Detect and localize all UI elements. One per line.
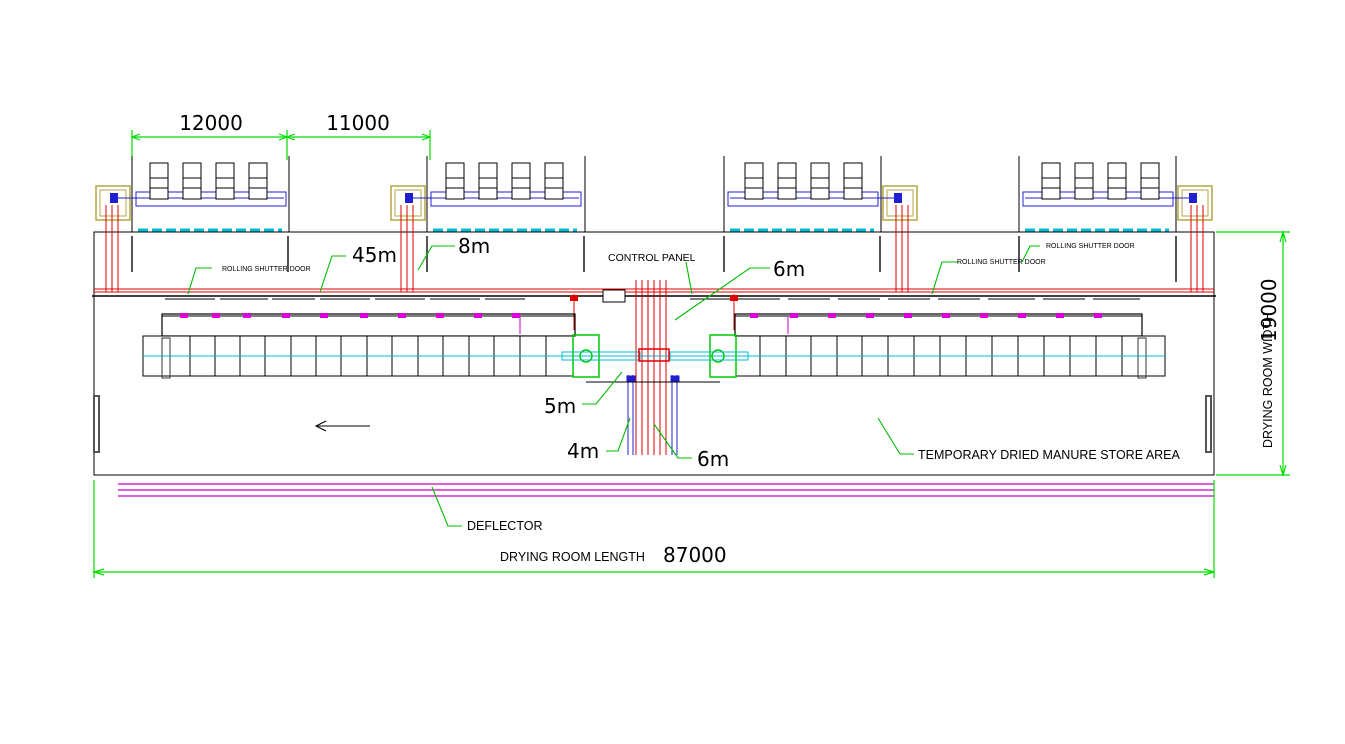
bay-unit-2 xyxy=(390,156,586,232)
pipe-length-6m-bottom: 6m xyxy=(697,447,729,471)
control-panel-label: CONTROL PANEL xyxy=(608,252,696,264)
drive-unit-left xyxy=(561,334,641,378)
bay-unit-3 xyxy=(723,156,918,232)
cold-pipes xyxy=(626,375,680,455)
flow-direction-arrow xyxy=(314,420,370,432)
length-dimension-line xyxy=(91,480,1217,578)
valve-marker-right xyxy=(730,295,738,301)
rolling-shutter-door-label-3: ROLLING SHUTTER DOOR xyxy=(1046,243,1135,250)
hot-pipes xyxy=(94,205,1214,455)
pipe-length-6m-top: 6m xyxy=(773,257,805,281)
leader-lines xyxy=(187,245,1040,527)
bay-unit-1 xyxy=(95,156,290,232)
top-dimensions xyxy=(130,130,432,160)
rolling-shutter-door-label-1: ROLLING SHUTTER DOOR xyxy=(222,266,311,273)
deflector-lines xyxy=(118,483,1214,497)
fan-row-4 xyxy=(1041,162,1160,200)
rolling-shutter-door-label-2: ROLLING SHUTTER DOOR xyxy=(957,259,1046,266)
pipe-length-4m: 4m xyxy=(567,439,599,463)
deflector-label: DEFLECTOR xyxy=(467,519,542,533)
drying-trays-left xyxy=(142,335,574,379)
bay-width-dimension: 12000 xyxy=(179,111,243,135)
central-manifold xyxy=(638,348,670,362)
pipe-length-45m: 45m xyxy=(352,243,397,267)
fan-row-3 xyxy=(744,162,863,200)
fan-row-1 xyxy=(149,162,268,200)
fan-row-2 xyxy=(445,162,564,200)
drying-trays-right xyxy=(735,335,1166,379)
pipe-length-5m: 5m xyxy=(544,394,576,418)
room-width-label: DRYING ROOM WIDTH xyxy=(1261,313,1275,448)
room-length-value: 87000 xyxy=(663,543,727,567)
width-dimension-line xyxy=(1216,229,1290,478)
control-panel-box xyxy=(602,289,626,303)
bay-unit-4 xyxy=(1018,156,1213,232)
store-area-label: TEMPORARY DRIED MANURE STORE AREA xyxy=(918,448,1181,462)
room-length-label: DRYING ROOM LENGTH xyxy=(500,550,645,564)
valve-marker-left xyxy=(570,295,578,301)
drying-room-outline xyxy=(93,231,1215,476)
room-width-value: 19000 xyxy=(1257,278,1281,342)
bay-gap-dimension: 11000 xyxy=(326,111,390,135)
pipe-length-8m: 8m xyxy=(458,234,490,258)
magenta-nozzles xyxy=(180,313,1102,318)
drive-unit-right xyxy=(669,334,749,378)
